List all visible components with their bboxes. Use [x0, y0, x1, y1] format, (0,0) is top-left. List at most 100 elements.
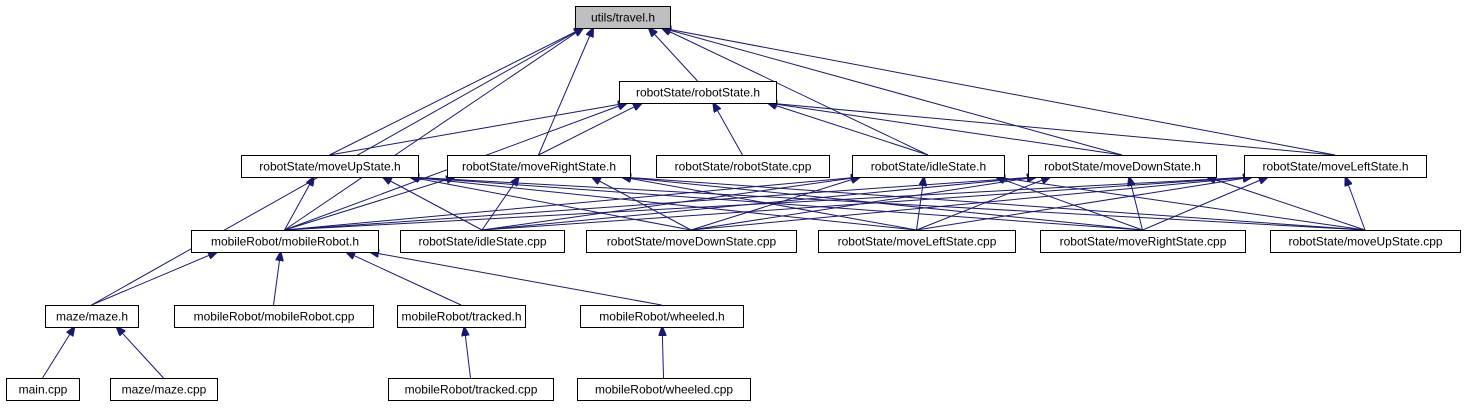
node-label: maze/maze.h [56, 310, 128, 324]
edge-moveLeftState_h-to-robotState_h [768, 103, 1336, 156]
edge-mobileRobot_h-to-idleState_h [284, 177, 861, 231]
node-label: robotState/moveUpState.h [259, 160, 400, 174]
node-label: utils/travel.h [591, 11, 655, 25]
node-tracked-h[interactable]: mobileRobot/tracked.h [397, 305, 526, 328]
edge-tracked_h-to-mobileRobot_h [346, 252, 462, 306]
edge-moveUpState_h-to-travel_h [329, 28, 584, 156]
node-label: mobileRobot/mobileRobot.h [211, 235, 359, 249]
edge-mobileRobot_h-to-moveRightState_h [284, 177, 456, 231]
node-idleState-h[interactable]: robotState/idleState.h [852, 155, 1005, 178]
edge-wheeled_cpp-to-wheeled_h [662, 327, 663, 379]
node-main-cpp[interactable]: main.cpp [6, 378, 80, 401]
node-box [400, 230, 565, 253]
node-box [191, 230, 379, 253]
node-label: main.cpp [19, 383, 68, 397]
node-label: robotState/moveLeftState.h [1262, 160, 1408, 174]
node-box [110, 378, 218, 401]
node-label: robotState/idleState.cpp [418, 235, 546, 249]
node-layer: utils/travel.h robotState/robotState.h rob… [6, 6, 1461, 401]
node-maze-h[interactable]: maze/maze.h [45, 305, 139, 328]
node-box [174, 305, 374, 328]
node-wheeled-h[interactable]: mobileRobot/wheeled.h [580, 305, 744, 328]
edge-maze_h-to-mobileRobot_h [91, 252, 217, 306]
edge-moveRightState_cpp-to-moveLeftState_h [1142, 177, 1268, 231]
node-box [577, 378, 751, 401]
edge-tracked_cpp-to-tracked_h [464, 327, 471, 379]
node-box [6, 378, 80, 401]
node-box [1270, 230, 1461, 253]
edge-moveLeftState_cpp-to-moveLeftState_h [916, 177, 1253, 231]
node-box [241, 155, 419, 178]
node-maze-cpp[interactable]: maze/maze.cpp [110, 378, 218, 401]
edge-idleState_cpp-to-idleState_h [481, 177, 860, 231]
node-label: robotState/robotState.cpp [675, 160, 812, 174]
node-moveRightState-cpp[interactable]: robotState/moveRightState.cpp [1040, 230, 1246, 253]
node-box [656, 155, 830, 178]
edge-moveDownState_h-to-robotState_h [768, 103, 1123, 156]
edge-robotState_cpp-to-robotState_h [713, 103, 743, 156]
edge-moveRightState_cpp-to-moveRightState_h [622, 177, 1143, 231]
edge-moveUpState_cpp-to-moveLeftState_h [1346, 177, 1366, 231]
node-box [447, 155, 631, 178]
node-box [397, 305, 526, 328]
edge-mobileRobot_cpp-to-mobileRobot_h [273, 252, 281, 306]
node-box [580, 305, 744, 328]
node-label: robotState/robotState.h [636, 86, 760, 100]
edge-mobileRobot_h-to-moveLeftState_h [284, 177, 1253, 231]
edge-mobileRobot_h-to-moveUpState_h [284, 177, 314, 231]
node-label: mobileRobot/wheeled.h [599, 310, 724, 324]
node-travel-h[interactable]: utils/travel.h [575, 6, 671, 29]
edge-moveLeftState_cpp-to-moveDownState_h [916, 177, 1051, 231]
edge-moveUpState_cpp-to-moveDownState_h [1207, 177, 1366, 231]
node-tracked-cpp[interactable]: mobileRobot/tracked.cpp [388, 378, 554, 401]
node-box [1040, 230, 1246, 253]
node-label: robotState/moveUpState.cpp [1288, 235, 1442, 249]
node-moveUpState-cpp[interactable]: robotState/moveUpState.cpp [1270, 230, 1461, 253]
node-label: mobileRobot/tracked.cpp [405, 383, 538, 397]
node-moveDownState-cpp[interactable]: robotState/moveDownState.cpp [586, 230, 797, 253]
edge-moveUpState_h-to-robotState_h [329, 103, 628, 156]
node-label: robotState/moveLeftState.cpp [838, 235, 997, 249]
edge-moveDownState_cpp-to-moveLeftState_h [690, 177, 1252, 231]
edge-moveDownState_cpp-to-moveUpState_h [410, 177, 692, 231]
edge-idleState_h-to-travel_h [662, 28, 929, 156]
node-label: mobileRobot/mobileRobot.cpp [194, 310, 355, 324]
edge-moveDownState_h-to-travel_h [662, 28, 1123, 156]
node-box [1244, 155, 1427, 178]
node-box [818, 230, 1016, 253]
edge-moveDownState_cpp-to-moveRightState_h [592, 177, 692, 231]
node-mobileRobot-cpp[interactable]: mobileRobot/mobileRobot.cpp [174, 305, 374, 328]
node-moveDownState-h[interactable]: robotState/moveDownState.h [1028, 155, 1217, 178]
node-box [619, 81, 777, 104]
edge-moveRightState_cpp-to-idleState_h [996, 177, 1143, 231]
node-box [852, 155, 1005, 178]
edge-idleState_cpp-to-moveDownState_h [481, 177, 1036, 231]
node-box [1028, 155, 1217, 178]
node-moveRightState-h[interactable]: robotState/moveRightState.h [447, 155, 631, 178]
node-moveLeftState-cpp[interactable]: robotState/moveLeftState.cpp [818, 230, 1016, 253]
node-label: robotState/moveDownState.cpp [607, 235, 777, 249]
node-robotState-h[interactable]: robotState/robotState.h [619, 81, 777, 104]
node-label: robotState/moveRightState.cpp [1060, 235, 1227, 249]
edge-robotState_h-to-travel_h [649, 28, 698, 82]
edge-moveLeftState_cpp-to-idleState_h [916, 177, 924, 231]
edge-moveRightState_cpp-to-moveDownState_h [1129, 177, 1143, 231]
node-wheeled-cpp[interactable]: mobileRobot/wheeled.cpp [577, 378, 751, 401]
node-idleState-cpp[interactable]: robotState/idleState.cpp [400, 230, 565, 253]
edge-moveRightState_h-to-robotState_h [538, 103, 642, 156]
node-box [388, 378, 554, 401]
edge-mobileRobot_h-to-travel_h [284, 28, 584, 231]
edge-idleState_cpp-to-moveLeftState_h [481, 177, 1252, 231]
edge-idleState_h-to-robotState_h [768, 103, 929, 156]
node-moveLeftState-h[interactable]: robotState/moveLeftState.h [1244, 155, 1427, 178]
edge-layer [42, 28, 1366, 379]
node-label: maze/maze.cpp [122, 383, 207, 397]
node-mobileRobot-h[interactable]: mobileRobot/mobileRobot.h [191, 230, 379, 253]
node-label: robotState/idleState.h [871, 160, 986, 174]
node-moveUpState-h[interactable]: robotState/moveUpState.h [241, 155, 419, 178]
node-box [575, 6, 671, 29]
node-robotState-cpp[interactable]: robotState/robotState.cpp [656, 155, 830, 178]
edge-moveUpState_cpp-to-moveRightState_h [622, 177, 1366, 231]
node-label: robotState/moveDownState.h [1044, 160, 1201, 174]
edge-idleState_cpp-to-moveUpState_h [383, 177, 483, 231]
